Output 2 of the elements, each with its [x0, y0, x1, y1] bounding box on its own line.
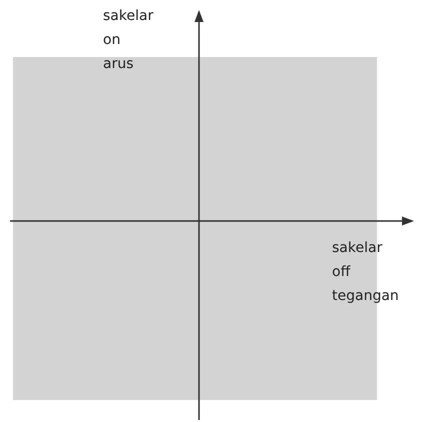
- axis-label: sakelar off tegangan: [332, 239, 399, 306]
- axis-label: sakelar on arus: [103, 7, 154, 74]
